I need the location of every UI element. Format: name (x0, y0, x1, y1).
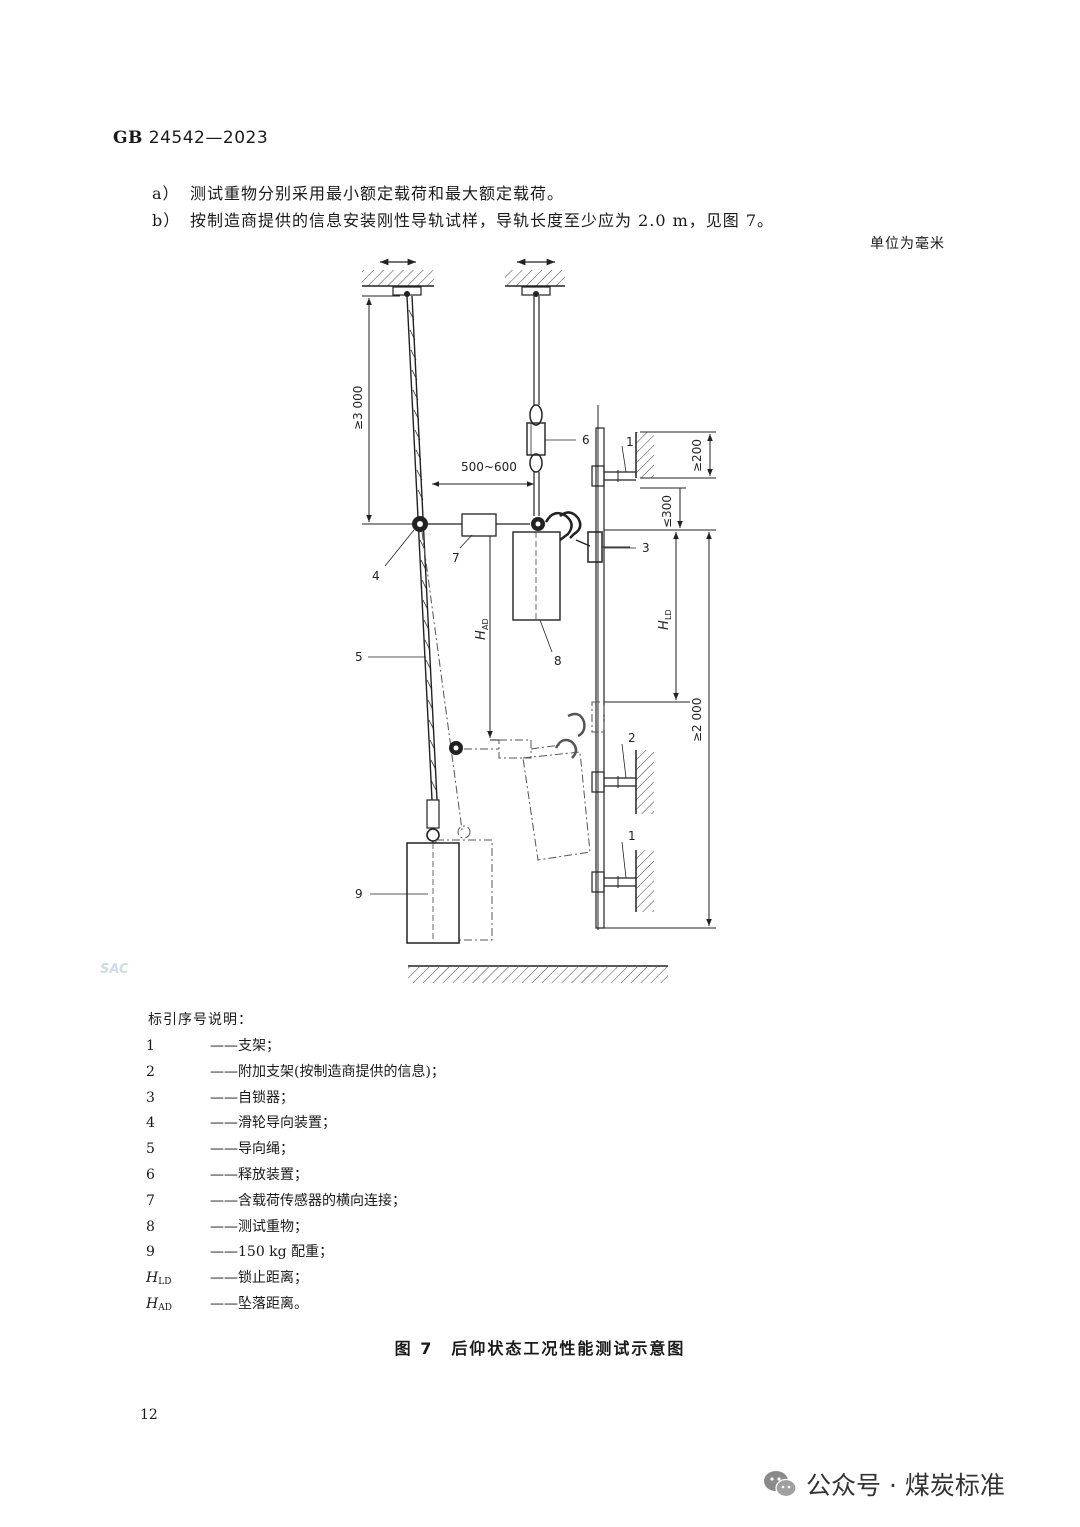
label-had: H AD (474, 618, 490, 640)
paragraph-a: a） 测试重物分别采用最小额定载荷和最大额定载荷。 (152, 180, 564, 204)
paragraph-marker: b） (152, 211, 181, 230)
ceiling-left (362, 258, 434, 297)
callout-4: 4 (372, 569, 380, 583)
guide-rope (406, 295, 440, 843)
callout-8: 8 (554, 654, 562, 668)
dim-300: ≤300 (660, 495, 674, 528)
legend-item: 6——释放装置； (146, 1166, 308, 1183)
ceiling-right (505, 258, 565, 297)
carabiner (544, 511, 591, 547)
watermark-text: 公众号 · 煤炭标准 (806, 1471, 1005, 1500)
fallen-carabiner (554, 712, 586, 759)
svg-text:LD: LD (664, 609, 673, 620)
legend-list: 1——支架； 2——附加支架(按制造商提供的信息)； 3——自锁器； 4——滑轮… (146, 1036, 445, 1320)
dim-500-600: 500~600 (461, 460, 517, 474)
paragraph-text: 按制造商提供的信息安装刚性导轨试样，导轨长度至少应为 2.0 m，见图 7。 (190, 211, 775, 230)
dim-2000: ≥2 000 (690, 698, 704, 742)
legend-item: 1——支架； (146, 1038, 280, 1054)
pulley-guide (412, 516, 428, 532)
legend-item: 8——测试重物； (146, 1218, 308, 1235)
svg-text:AD: AD (481, 618, 490, 630)
svg-text:H: H (657, 620, 672, 630)
dim-3000: ≥3 000 (351, 386, 365, 430)
release-device (526, 296, 546, 516)
legend-item-had: HAD——坠落距离。 (146, 1295, 308, 1313)
fallen-pulley (449, 741, 463, 755)
callout-7: 7 (452, 551, 460, 565)
legend-item: 3——自锁器； (146, 1089, 294, 1106)
lateral-connection (362, 513, 545, 537)
legend-item-hld: HLD——锁止距离； (146, 1270, 308, 1288)
callout-6: 6 (582, 433, 590, 447)
callout-2: 2 (628, 731, 636, 745)
legend-item: 7——含载荷传感器的横向连接； (146, 1192, 406, 1209)
floor (408, 965, 668, 983)
bracket-additional (591, 743, 654, 814)
svg-text:H: H (474, 630, 489, 640)
counterweight (406, 842, 460, 944)
paragraph-b: b） 按制造商提供的信息安装刚性导轨试样，导轨长度至少应为 2.0 m，见图 7。 (152, 207, 774, 231)
test-weight (512, 531, 561, 621)
unit-note: 单位为毫米 (870, 236, 945, 252)
callout-9: 9 (355, 887, 363, 901)
legend-title: 标引序号说明： (148, 1012, 253, 1028)
standard-number: GB 24542—2023 (113, 128, 269, 148)
legend-item: 2——附加支架(按制造商提供的信息)； (146, 1063, 445, 1080)
dim-200: ≥200 (690, 439, 704, 472)
callout-3: 3 (642, 541, 650, 555)
paragraph-text: 测试重物分别采用最小额定载荷和最大额定载荷。 (190, 184, 565, 203)
callout-1-top: 1 (626, 435, 634, 449)
page-number: 12 (140, 1407, 158, 1423)
rigid-rail (595, 405, 605, 930)
label-hld: H LD (657, 609, 673, 630)
sac-watermark: SAC (100, 962, 129, 977)
wechat-watermark: 公众号 · 煤炭标准 (762, 1466, 1005, 1502)
paragraph-marker: a） (152, 184, 180, 203)
leader-lines (368, 439, 636, 895)
fallen-position (421, 531, 605, 941)
bracket-bottom (591, 841, 654, 912)
self-locking-device (587, 531, 630, 563)
test-diagram: ≥3 000 500~600 ≥200 ≤300 ≥2 000 H AD H L… (351, 258, 716, 983)
figure-caption: 图 7 后仰状态工况性能测试示意图 (394, 1339, 686, 1358)
bracket-top (591, 432, 654, 487)
legend-item: 5——导向绳； (146, 1141, 294, 1158)
dimension-lines (362, 295, 716, 929)
callout-1-bottom: 1 (628, 829, 636, 843)
legend-item: 4——滑轮导向装置； (146, 1115, 336, 1132)
legend-item: 9——150 kg 配重； (146, 1244, 334, 1261)
callout-5: 5 (355, 650, 363, 664)
wechat-icon (764, 1471, 797, 1498)
